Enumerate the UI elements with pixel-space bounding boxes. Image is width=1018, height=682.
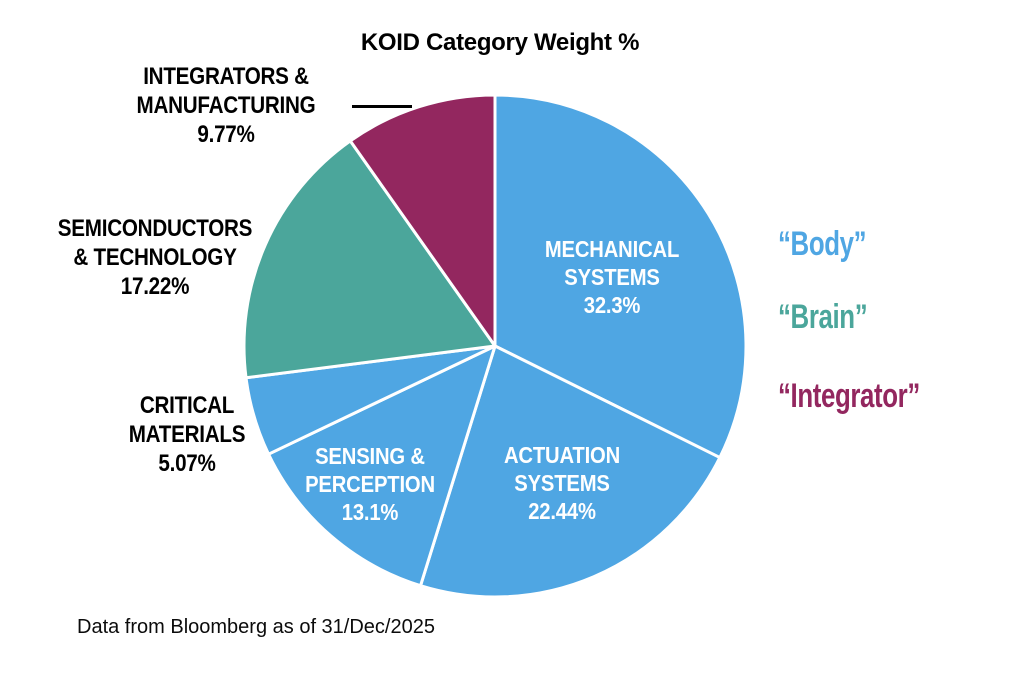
chart-title: KOID Category Weight % <box>360 29 640 56</box>
pie-slice-sensing-perception <box>267 344 497 588</box>
label-integrators-manufacturing: INTEGRATORS & MANUFACTURING 9.77% <box>136 63 316 148</box>
pie-slice-mechanical-systems <box>493 93 748 460</box>
legend-item-integrator: “Integrator” <box>778 377 920 415</box>
label-mechanical-systems: MECHANICAL SYSTEMS 32.3% <box>544 236 680 318</box>
legend-item-body: “Body” <box>778 225 867 263</box>
label-semiconductors-technology: SEMICONDUCTORS & TECHNOLOGY 17.22% <box>57 215 253 300</box>
pie-slice-integrators-manufacturing <box>348 93 497 348</box>
pie-slice-semiconductors-technology <box>242 139 497 380</box>
pie-slice-actuation-systems <box>419 344 722 599</box>
leader-line-integrators <box>352 105 412 108</box>
source-note: Data from Bloomberg as of 31/Dec/2025 <box>77 616 435 638</box>
label-actuation-systems: ACTUATION SYSTEMS 22.44% <box>503 442 621 524</box>
label-critical-materials: CRITICAL MATERIALS 5.07% <box>128 392 246 477</box>
label-sensing-perception: SENSING & PERCEPTION 13.1% <box>305 443 435 525</box>
legend-item-brain: “Brain” <box>778 298 868 336</box>
